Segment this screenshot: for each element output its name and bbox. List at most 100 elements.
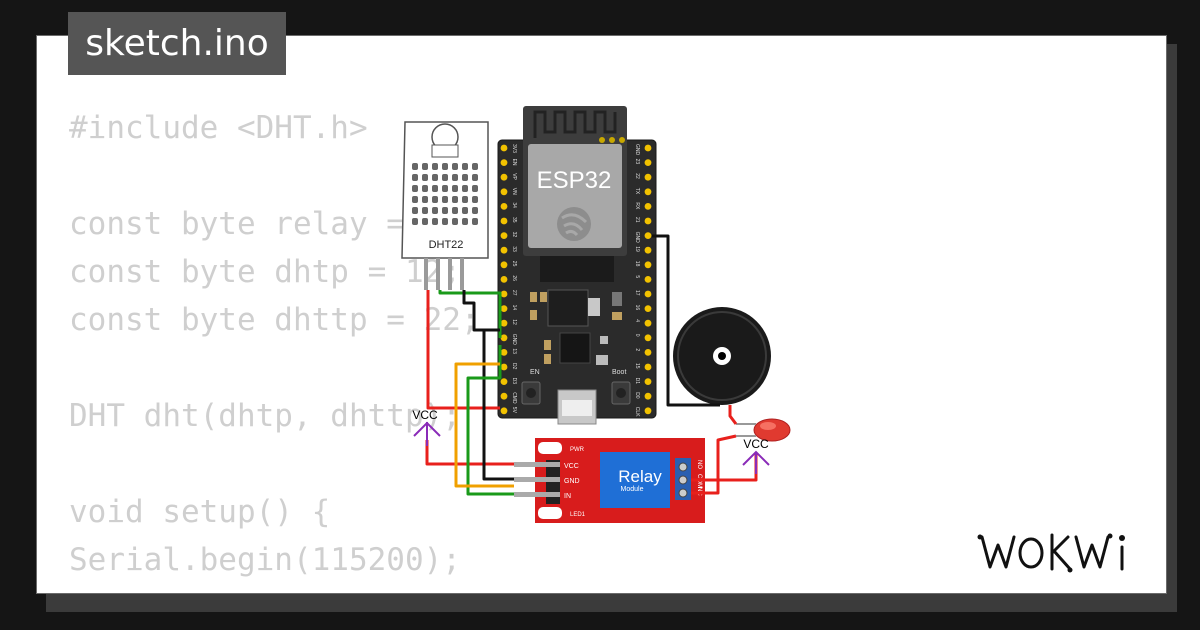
esp32-label: ESP32 [537,167,612,194]
dht-vent-slot [462,185,468,192]
red-led[interactable] [736,418,791,442]
esp32-left-pin[interactable] [500,276,508,283]
esp32-left-pin[interactable] [500,392,508,400]
dht-vent-slot [432,207,438,214]
wire-dht-gnd [462,290,500,332]
code-line: DHT dht(dhtp, dhttp); [69,398,461,434]
esp32-left-pin-label: GND [511,334,517,346]
esp32-right-pin[interactable] [644,276,652,283]
esp32-left-pin[interactable] [500,407,508,415]
wire-relay-vcc [425,440,514,466]
esp32-right-pin[interactable] [644,407,652,415]
wire-relay-no [691,434,737,495]
esp32-left-pin[interactable] [500,173,508,181]
dht-vent-slot [422,218,428,225]
esp32-left-pin[interactable] [500,188,508,196]
esp32-left-pin[interactable] [500,261,508,269]
esp32-left-pin[interactable] [500,290,508,298]
dht-vent-slot [442,174,448,181]
esp32-right-pin[interactable] [644,261,652,269]
dht22-label: DHT22 [429,239,464,251]
esp32-left-pin[interactable] [500,319,508,327]
esp32-right-pin[interactable] [644,217,652,225]
dht-vent-slot [472,174,478,181]
boot-button-label: Boot [612,369,626,376]
esp32-right-pin[interactable] [644,232,652,240]
esp32-left-pin[interactable] [500,246,508,254]
dht-vent-slot [442,207,448,214]
esp32-left-pin-label: 12 [511,319,517,325]
code-line: #include <DHT.h> [69,110,368,146]
esp32-right-pin[interactable] [644,246,652,254]
esp32-right-pin[interactable] [644,349,652,356]
esp32-right-pin[interactable] [644,334,652,342]
esp32-right-pin[interactable] [644,290,652,298]
wire-relay-in-green [466,345,514,496]
dht-vent-slot [432,196,438,203]
esp32-left-pin-label: VP [511,173,517,180]
esp32-left-pin[interactable] [500,349,508,356]
dht-vent-slot [412,174,418,181]
esp32-right-pin-label: 21 [634,217,640,223]
vcc-marker-right: VCC [742,437,770,474]
esp32-right-pin[interactable] [644,319,652,327]
wire-dht-data [438,290,502,338]
dht-vent-slot [452,163,458,170]
esp32-right-pin[interactable] [644,173,652,181]
esp32-right-pin-label: D1 [634,378,640,385]
en-button[interactable] [521,381,541,405]
esp32-right-pin-label: RX [634,202,640,210]
esp32-right-pin[interactable] [644,392,652,400]
esp32-right-pin[interactable] [644,203,652,210]
esp32-left-pin-label: 3V3 [511,144,517,153]
buzzer[interactable] [673,307,771,405]
dht-vent-slot [412,207,418,214]
wire-relay-gnd [482,328,514,481]
esp32-right-pin-label: D0 [634,392,640,399]
esp32-left-pin[interactable] [500,144,508,152]
esp32-left-pin[interactable] [500,203,508,210]
esp32-right-pin[interactable] [644,378,652,385]
esp32-left-pin-label: D3 [511,378,517,385]
boot-button[interactable] [611,381,631,405]
relay-pin-in: IN [564,493,571,500]
esp32-left-pin[interactable] [500,217,508,225]
dht-vent-slot [432,163,438,170]
esp32-right-pin[interactable] [644,144,652,152]
esp32-left-pin[interactable] [500,378,508,385]
esp32-left-pin-label: 27 [511,290,517,296]
esp32-left-pin[interactable] [500,232,508,240]
esp32-left-pin[interactable] [500,305,508,312]
esp32-right-pin[interactable] [644,159,652,167]
esp32-left-pin[interactable] [500,159,508,167]
dht22-sensor[interactable]: DHT22 [401,121,489,290]
code-line: void setup() { [69,494,331,530]
esp32-board[interactable]: ESP32 EN Boot [497,106,657,425]
wires [425,234,758,496]
relay-pin-vcc: VCC [564,463,579,470]
esp32-right-pin-label: 15 [634,363,640,369]
esp32-left-pin-label: 33 [511,246,517,252]
dht-vent-slot [442,185,448,192]
relay-pwr-label: PWR [570,447,585,453]
file-tab[interactable]: sketch.ino [68,12,286,75]
smd-components [530,289,622,365]
relay-module[interactable]: PWR LED1 VCC GND IN Relay Module NO COM … [514,438,705,523]
dht-vent-slot [472,185,478,192]
esp32-right-pin[interactable] [644,305,652,312]
esp32-right-pin[interactable] [644,363,652,371]
esp32-right-pin-label: 23 [634,159,640,165]
dht-vent-slot [432,174,438,181]
dht-vent-slot [412,163,418,170]
esp32-left-pin[interactable] [500,334,508,342]
esp32-left-pin[interactable] [500,363,508,371]
wire-relay-in-orange [454,362,514,488]
code-line: Serial.begin(115200); [69,542,461,578]
relay-pin-gnd: GND [564,478,580,485]
esp32-left-pin-label: 34 [511,202,517,208]
esp32-right-pin[interactable] [644,188,652,196]
esp32-left-pin-label: 32 [511,232,517,238]
vcc-left-label: VCC [412,408,438,422]
esp32-right-pin-label: 17 [634,290,640,296]
esp32-right-pin-label: 2 [634,348,640,351]
